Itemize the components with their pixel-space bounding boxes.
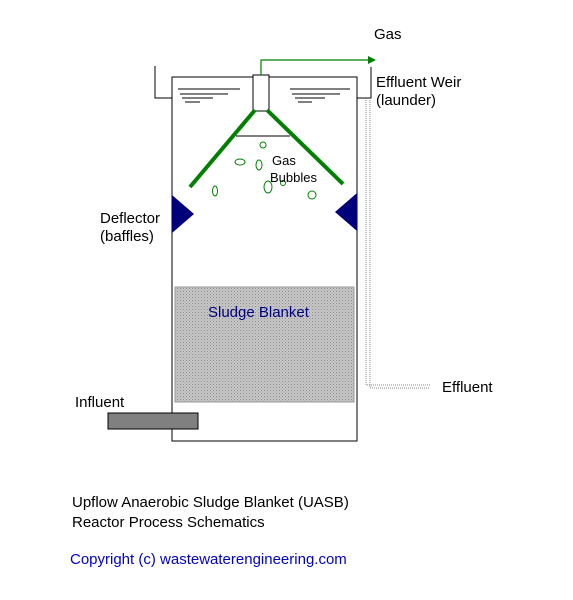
water-surface-left (178, 88, 240, 103)
gas-arrow-head (368, 56, 376, 64)
gas-bubbles-label-2: Bubbles (270, 170, 317, 185)
caption-line-2: Reactor Process Schematics (72, 514, 265, 531)
gas-bubble (307, 190, 317, 200)
influent-label: Influent (75, 394, 125, 411)
left-launder (154, 66, 172, 99)
gas-bubble (212, 185, 218, 197)
water-surface-right (290, 88, 350, 103)
gas-bubble (234, 158, 246, 166)
caption-line-1: Upflow Anaerobic Sludge Blanket (UASB) (72, 494, 349, 511)
influent-pipe (107, 412, 199, 430)
right-launder (357, 67, 372, 99)
gas-bubble (259, 141, 267, 149)
gas-bubbles (212, 141, 317, 200)
gas-chimney (252, 74, 270, 112)
separator-right-wall (265, 108, 345, 186)
launder-label: (launder) (376, 92, 436, 109)
right-deflector (335, 193, 357, 231)
left-deflector (172, 195, 194, 233)
gas-bubble (280, 180, 286, 186)
effluent-pipe-inner (369, 100, 430, 389)
gas-bubble (263, 180, 273, 194)
sludge-blanket (174, 286, 355, 403)
copyright-notice: Copyright (c) wastewaterengineering.com (70, 551, 347, 568)
sludge-blanket-label: Sludge Blanket (208, 304, 310, 321)
gas-bubbles-label-1: Gas (272, 153, 296, 168)
baffles-label: (baffles) (100, 228, 154, 245)
gas-label: Gas (374, 26, 402, 43)
gas-bubble (255, 159, 263, 171)
effluent-pipe (365, 100, 430, 386)
separator-left-wall (188, 108, 257, 189)
effluent-label: Effluent (442, 379, 493, 396)
effluent-weir-label: Effluent Weir (376, 74, 461, 91)
deflector-label: Deflector (100, 210, 160, 227)
gas-pipe (260, 59, 368, 75)
